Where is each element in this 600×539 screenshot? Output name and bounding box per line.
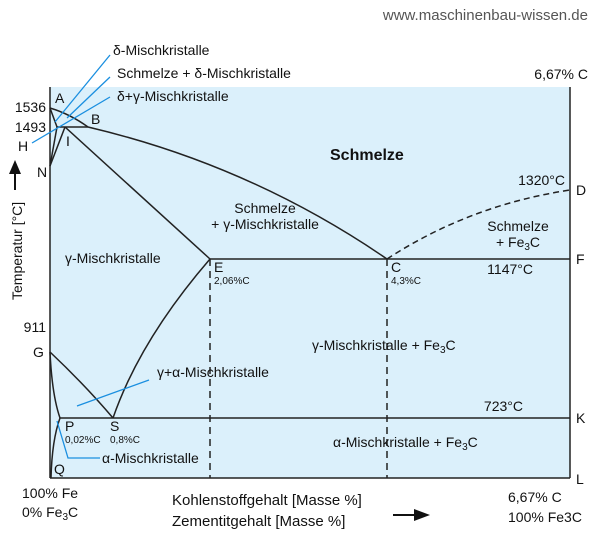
point-C: C (391, 259, 401, 275)
region-schmelze: Schmelze (330, 147, 404, 164)
point-D: D (576, 182, 586, 198)
region-delta-gamma: δ+γ-Mischkristalle (117, 88, 229, 104)
x-left-2: 0% Fe3C (22, 504, 78, 523)
region-schmelze-fe3c-1: Schmelze (487, 218, 549, 234)
tick-911: 911 (24, 319, 47, 335)
value-C: 4,3%C (391, 276, 421, 287)
region-schmelze-fe3c-2: + Fe3C (496, 234, 540, 253)
point-G: G (33, 344, 44, 360)
leader-delta-gamma (31, 96, 111, 144)
tick-1493: 1493 (15, 119, 46, 135)
point-L: L (576, 471, 584, 487)
x-left-1: 100% Fe (22, 485, 78, 501)
value-P: 0,02%C (65, 435, 101, 446)
region-alpha-fe3c: α-Mischkristalle + Fe3C (333, 434, 478, 453)
point-B: B (91, 111, 100, 127)
temp-F: 1147°C (487, 261, 533, 277)
leader-delta (54, 54, 111, 123)
x-axis-label-1: Kohlenstoffgehalt [Masse %] (172, 492, 362, 509)
region-schmelze-gamma-1: Schmelze (234, 200, 296, 216)
top-right-label: 6,67% C (534, 66, 588, 82)
region-gamma-fe3c: γ-Mischkristalle + Fe3C (312, 337, 456, 356)
point-A: A (55, 90, 65, 106)
right-arrow-icon (393, 509, 430, 521)
line-ES (112, 258, 211, 419)
region-gamma-alpha: γ+α-Mischkristalle (157, 364, 269, 380)
leader-schmelze-delta (66, 76, 111, 119)
point-P: P (65, 418, 74, 434)
region-alpha: α-Mischkristalle (102, 450, 199, 466)
point-E: E (214, 259, 223, 275)
region-gamma: γ-Mischkristalle (65, 250, 161, 266)
plot-area (50, 87, 570, 478)
region-schmelze-gamma-2: + γ-Mischkristalle (211, 216, 319, 232)
region-delta: δ-Mischkristalle (113, 42, 210, 58)
temp-D: 1320°C (518, 172, 565, 188)
up-arrow-icon (9, 160, 21, 190)
point-K: K (576, 410, 586, 426)
value-E: 2,06%C (214, 276, 250, 287)
leader-gamma-alpha (76, 379, 150, 407)
value-S: 0,8%C (110, 435, 140, 446)
line-GP (49, 351, 61, 419)
y-axis-label: Temperatur [°C] (9, 202, 25, 300)
solidus-IE (64, 126, 211, 260)
point-S: S (110, 418, 119, 434)
leader-alpha (56, 420, 100, 459)
x-right-2: 100% Fe3C (508, 509, 582, 525)
region-schmelze-delta: Schmelze + δ-Mischkristalle (117, 65, 291, 81)
point-Q: Q (54, 461, 65, 477)
line-HN (49, 126, 58, 167)
line-IN (49, 126, 66, 167)
point-F: F (576, 251, 585, 267)
x-axis-label-2: Zementitgehalt [Masse %] (172, 513, 345, 530)
point-N: N (37, 164, 47, 180)
line-AH (49, 107, 58, 128)
x-right-1: 6,67% C (508, 489, 562, 505)
temp-K: 723°C (484, 398, 523, 414)
point-H: H (18, 138, 28, 154)
liquidus-BC (87, 126, 388, 260)
watermark: www.maschinenbau-wissen.de (382, 7, 588, 24)
point-I: I (66, 133, 70, 149)
line-PQ (50, 417, 61, 479)
line-GS (49, 351, 114, 419)
liquidus-CD (386, 189, 571, 260)
tick-1536: 1536 (15, 99, 46, 115)
